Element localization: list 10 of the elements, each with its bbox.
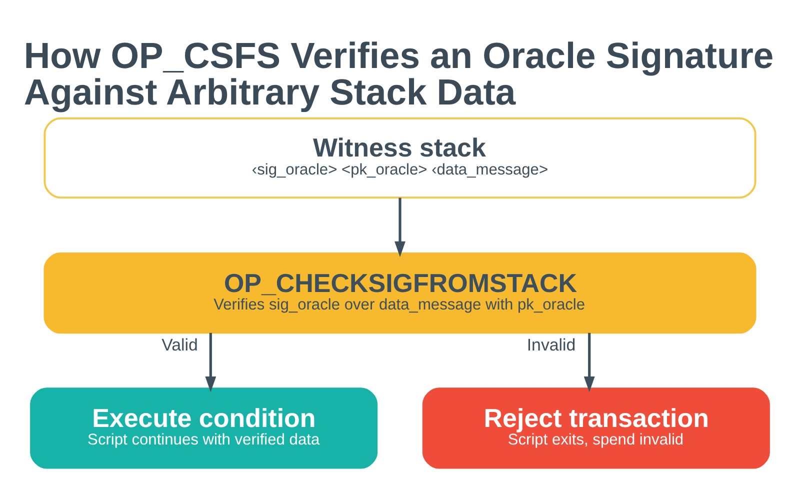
edge-label: Valid [162, 336, 198, 355]
node-box: Execute condition Script continues with verified data [30, 388, 378, 469]
arrow [584, 332, 595, 392]
edge-label: Invalid [526, 336, 576, 355]
diagram-title: How OP_CSFS Verifies an Oracle Signature Against Arbitrary Stack Data [24, 35, 774, 113]
node-box: Witness stack ‹sig_oracle> <pk_oracle> ‹data_message> [44, 117, 756, 199]
arrow [205, 332, 216, 392]
arrow [394, 198, 406, 258]
node-box: Reject transaction Script exits, spend invalid [422, 388, 770, 469]
node-box: OP_CHECKSIGFROMSTACK Verifies sig_oracle over data_message with pk_oracle [44, 252, 756, 334]
